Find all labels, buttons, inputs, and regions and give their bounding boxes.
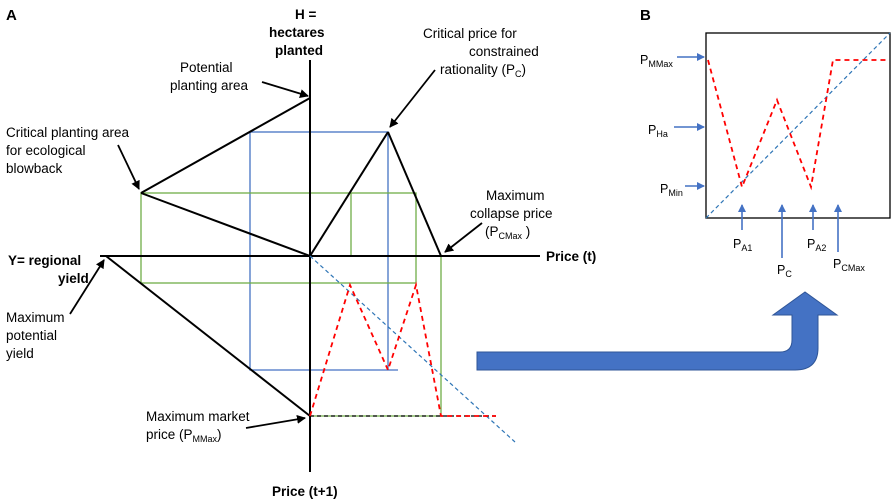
- h-axis-label-2: hectares: [269, 25, 325, 40]
- potential-area-label-1: Potential: [180, 60, 233, 75]
- max-collapse-label-3: (PCMax ): [485, 224, 530, 241]
- line-yield-to-market: [105, 255, 311, 417]
- y-axis-label-2: yield: [58, 271, 89, 286]
- inset-frame: [705, 32, 891, 219]
- line-pc-to-pcmax: [387, 131, 442, 257]
- max-collapse-arrow: [444, 222, 483, 253]
- inset-pha-label: PHa: [648, 123, 668, 139]
- potential-area-label-2: planting area: [170, 78, 249, 93]
- inset-pa1-label: PA1: [733, 237, 752, 253]
- max-yield-label-3: yield: [6, 346, 34, 361]
- max-collapse-label-2: collapse price: [470, 206, 553, 221]
- blue-rect-lower: [249, 256, 398, 371]
- critical-price-label-1: Critical price for: [423, 26, 517, 41]
- critical-price-label-3: rationality (PC): [440, 62, 526, 79]
- max-market-label-2: price (PMMax): [146, 427, 222, 444]
- red-dashed-price-path: [309, 281, 496, 417]
- critical-price-label-2: constrained: [469, 44, 539, 59]
- critical-area-label-1: Critical planting area: [6, 125, 130, 140]
- panel-a-label: A: [6, 7, 17, 24]
- max-collapse-label-1: Maximum: [486, 188, 545, 203]
- y-axis-label-1: Y= regional: [8, 253, 81, 268]
- critical-area-label-2: for ecological: [6, 143, 86, 158]
- line-origin-to-pc: [309, 131, 389, 257]
- line-potential-to-critical: [140, 97, 311, 194]
- potential-area-arrow: [261, 81, 309, 98]
- inset-pcmax-label: PCMax: [833, 257, 865, 273]
- inset-pmin-label: PMin: [660, 182, 683, 198]
- critical-price-arrow: [389, 69, 436, 128]
- inset-pmmax-label: PMMax: [640, 53, 673, 69]
- max-market-arrow: [245, 414, 306, 429]
- h-axis-label-1: H =: [295, 7, 317, 22]
- critical-area-label-3: blowback: [6, 161, 63, 176]
- inset-pc-label: PC: [777, 263, 792, 279]
- line-critical-to-origin: [140, 192, 311, 257]
- max-yield-label-2: potential: [6, 328, 57, 343]
- green-rect-lower: [140, 255, 417, 284]
- inset-pa2-label: PA2: [807, 237, 826, 253]
- max-yield-label-1: Maximum: [6, 310, 65, 325]
- max-market-label-1: Maximum market: [146, 409, 250, 424]
- blue-rect-upper: [249, 131, 389, 257]
- big-transition-arrow: [476, 291, 839, 371]
- max-yield-arrow: [69, 259, 105, 315]
- green-rect-upper: [140, 192, 417, 257]
- inset-red-path: [707, 59, 889, 191]
- blue-dashed-diagonal: [309, 255, 516, 443]
- price-t-label: Price (t): [546, 249, 596, 264]
- critical-area-arrow: [117, 144, 140, 190]
- inset-blue-diagonal: [705, 32, 891, 219]
- panel-b-label: B: [640, 7, 651, 24]
- price-t1-label: Price (t+1): [272, 484, 338, 499]
- h-axis-label-3: planted: [275, 43, 323, 58]
